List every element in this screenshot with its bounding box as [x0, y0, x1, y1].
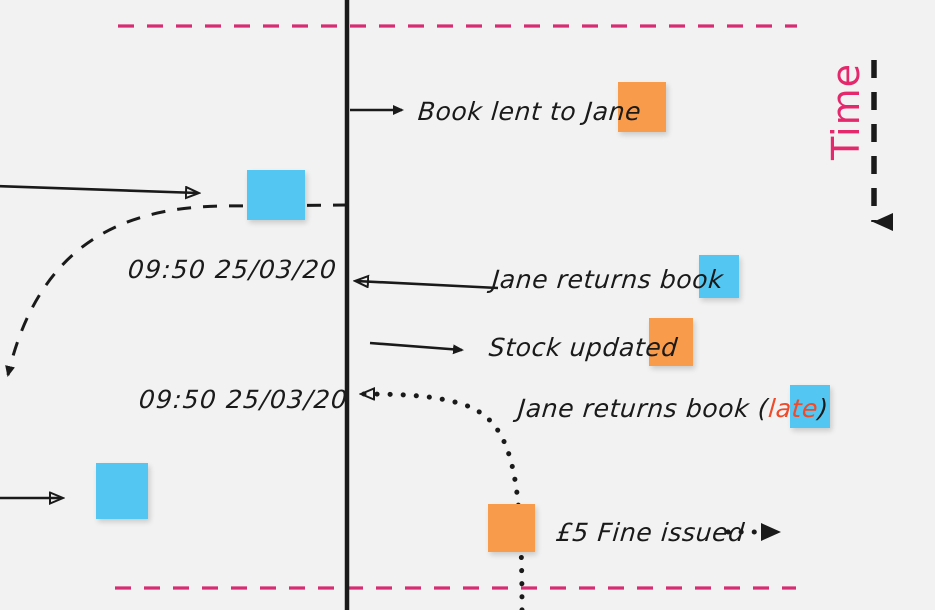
- sticky-note-timeline-upper[interactable]: [247, 170, 305, 220]
- event-label-jane-returns-book-late: Jane returns book (late): [517, 394, 830, 423]
- sticky-note-stock-updated[interactable]: [649, 318, 693, 366]
- timestamp-lower: 09:50 25/03/20: [137, 385, 350, 414]
- arrow-stock-updated: [369, 341, 464, 355]
- projection-curve-dashed: [5, 203, 348, 377]
- event-label-book-lent: Book lent to Jane: [416, 97, 643, 126]
- time-axis-label: Time: [824, 63, 868, 160]
- sticky-note-incoming-lower[interactable]: [96, 463, 148, 519]
- event-label-text: Jane returns book: [516, 394, 760, 423]
- sticky-note-jane-returns-book-late[interactable]: [790, 385, 830, 428]
- sticky-note-book-lent[interactable]: [618, 82, 666, 132]
- event-label-jane-returns-book: Jane returns book: [490, 265, 725, 294]
- event-label-fine-issued: £5 Fine issued: [554, 518, 747, 547]
- sticky-note-fine-issued[interactable]: [488, 504, 535, 552]
- paren-close: ): [816, 394, 830, 423]
- event-label-stock-updated: Stock updated: [487, 333, 680, 362]
- arrow-incoming-upper: [0, 184, 198, 193]
- sticky-note-jane-returns-book[interactable]: [699, 255, 739, 298]
- late-highlight: late: [767, 394, 820, 423]
- timestamp-upper: 09:50 25/03/20: [126, 255, 339, 284]
- projection-curve-dotted: [362, 394, 525, 610]
- arrow-jane-returns-book: [356, 281, 499, 290]
